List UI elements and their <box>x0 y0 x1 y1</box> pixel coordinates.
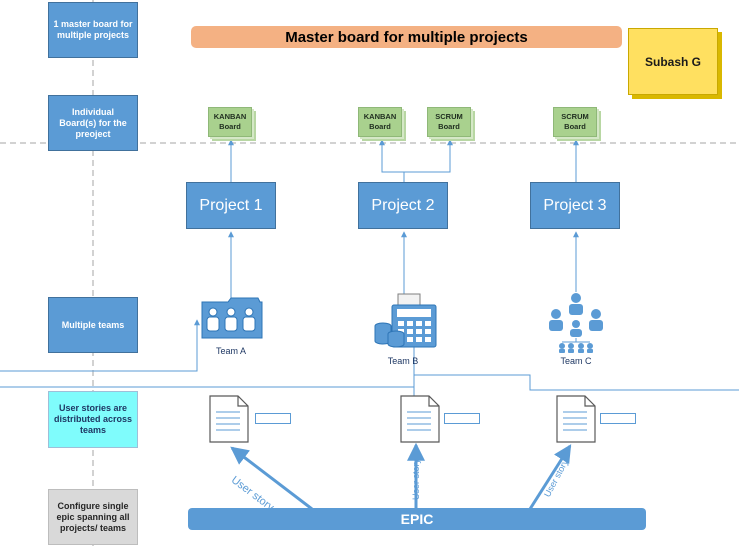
team-a-label: Team A <box>215 346 246 356</box>
kanban-board-project1: KANBAN Board <box>208 107 252 137</box>
story-placeholder <box>444 413 480 424</box>
story-placeholder <box>255 413 291 424</box>
story-placeholder <box>600 413 636 424</box>
document-icon <box>556 395 596 443</box>
user-story-label-2: User story <box>411 458 421 500</box>
author-box: Subash G <box>628 28 718 95</box>
project-3: Project 3 <box>530 182 620 229</box>
document-icon <box>209 395 249 443</box>
kanban-board-project2: KANBAN Board <box>358 107 402 137</box>
arrow-project2-scrum <box>404 139 453 173</box>
story-line-teamC <box>414 374 739 391</box>
team-c-label: Team C <box>560 356 592 366</box>
lane-user-stories: User stories are distributed across team… <box>48 391 138 448</box>
lane-single-epic: Configure single epic spanning all proje… <box>48 489 138 545</box>
epic-bar: EPIC <box>188 508 646 530</box>
lane-multiple-teams: Multiple teams <box>48 297 138 353</box>
lane-individual-boards: Individual Board(s) for the preoject <box>48 95 138 151</box>
scrum-board-project2: SCRUM Board <box>427 107 471 137</box>
project-1: Project 1 <box>186 182 276 229</box>
project-2: Project 2 <box>358 182 448 229</box>
kanban-board-icon: KANBAN Board <box>363 112 397 131</box>
scrum-board-project3: SCRUM Board <box>553 107 597 137</box>
lane-master-board: 1 master board for multiple projects <box>48 2 138 58</box>
arrow-project2-boards <box>379 139 405 182</box>
story-line-teamA <box>0 319 200 372</box>
database-calculator-icon <box>374 293 437 348</box>
epic-link-3 <box>528 444 572 510</box>
document-icon <box>400 395 440 443</box>
scrum-board-icon: SCRUM Board <box>561 112 589 131</box>
epic-link-1 <box>230 446 313 511</box>
team-b-label: Team B <box>387 356 419 366</box>
scrum-board-icon: SCRUM Board <box>435 112 463 131</box>
diagram-title: Master board for multiple projects <box>191 26 622 48</box>
org-chart-icon <box>549 293 603 353</box>
team-group-icon <box>201 297 263 339</box>
kanban-board-icon: KANBAN Board <box>213 112 247 131</box>
